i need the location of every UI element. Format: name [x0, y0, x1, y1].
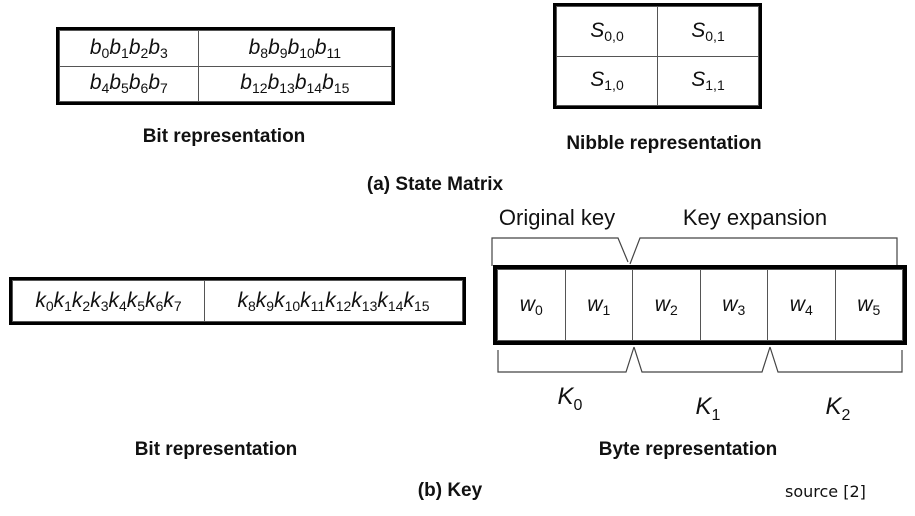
- word-cell-2: w2: [632, 269, 701, 341]
- nibble-state-table: S0,0 S0,1 S1,0 S1,1: [556, 6, 759, 106]
- state-matrix-caption: (a) State Matrix: [366, 174, 504, 195]
- bit-key-table: k0k1k2k3k4k5k6k7 k8k9k10k11k12k13k14k15: [12, 280, 463, 322]
- k0-brace: [497, 346, 635, 373]
- word-cell-4: w4: [767, 269, 836, 341]
- byte-representation-label: Byte representation: [598, 439, 778, 460]
- bit-cell-1-0: b4b5b6b7: [59, 65, 199, 102]
- source-note: source [2]: [785, 482, 866, 501]
- key-expansion-brace: [629, 237, 898, 266]
- bit-state-table: b0b1b2b3 b8b9b10b11 b4b5b6b7 b12b13b14b1…: [59, 30, 393, 102]
- word-cell-1: w1: [564, 269, 633, 341]
- original-key-label: Original key: [498, 205, 616, 230]
- bit-key-cell-1: k8k9k10k11k12k13k14k15: [204, 280, 463, 322]
- k0-label: K0: [557, 383, 583, 414]
- nibble-cell-1-1: S1,1: [657, 55, 759, 106]
- nibble-cell-1-0: S1,0: [556, 55, 658, 106]
- nibble-state-matrix: S0,0 S0,1 S1,0 S1,1: [553, 3, 762, 109]
- original-key-brace: [491, 237, 629, 266]
- word-cell-5: w5: [834, 269, 903, 341]
- nibble-cell-0-1: S0,1: [657, 6, 759, 57]
- nibble-representation-label: Nibble representation: [566, 133, 762, 154]
- bit-cell-1-1: b12b13b14b15: [197, 65, 393, 102]
- bit-key-cell-0: k0k1k2k3k4k5k6k7: [12, 280, 205, 322]
- bit-representation-label-b: Bit representation: [134, 439, 298, 460]
- bit-representation-label-a: Bit representation: [142, 126, 306, 147]
- k2-label: K2: [825, 393, 851, 424]
- key-caption: (b) Key: [417, 480, 483, 501]
- bit-key-row: k0k1k2k3k4k5k6k7 k8k9k10k11k12k13k14k15: [9, 277, 466, 325]
- bit-state-matrix: b0b1b2b3 b8b9b10b11 b4b5b6b7 b12b13b14b1…: [56, 27, 395, 105]
- k2-brace: [769, 346, 903, 373]
- word-cell-3: w3: [699, 269, 768, 341]
- byte-key-table: w0 w1 w2 w3 w4 w5: [497, 269, 903, 341]
- byte-key-row: w0 w1 w2 w3 w4 w5: [493, 265, 907, 345]
- k1-brace: [633, 346, 771, 373]
- k1-label: K1: [695, 393, 721, 424]
- key-expansion-label: Key expansion: [682, 205, 828, 230]
- word-cell-0: w0: [497, 269, 566, 341]
- bit-cell-0-1: b8b9b10b11: [197, 30, 393, 67]
